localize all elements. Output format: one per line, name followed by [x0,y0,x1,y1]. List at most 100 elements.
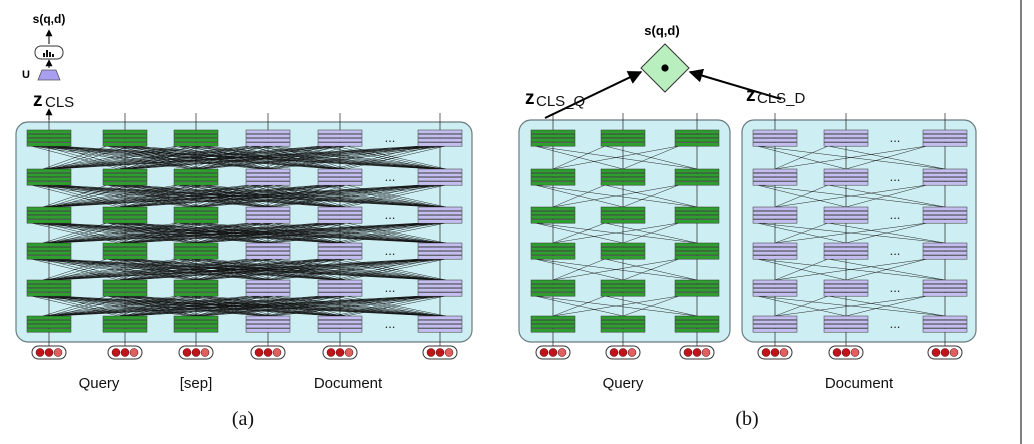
attention-wire [195,222,335,244]
embedding-dot [326,348,336,357]
token-layer-bar [26,242,72,247]
embedding-dot [200,348,210,357]
token-layer-bar [823,133,869,139]
token-layer-bar [245,168,291,173]
attention-wire [273,184,347,208]
token-layer-bar [530,279,576,284]
attention-wire [42,258,108,281]
attention-wire [552,295,606,317]
token-stack [317,206,363,224]
attention-wire [201,222,347,244]
panel-a: .................. s(q,d) U z CLS Query … [15,12,473,430]
token-layer-bar [102,210,148,216]
panel-b-document-label: Document [825,375,894,392]
embedding-dot [701,348,711,357]
attention-wire [552,184,680,208]
attention-wire [54,222,132,244]
token-layer-bar [245,138,291,143]
token-layer-bar [823,168,869,173]
token-layer-bar [674,315,720,320]
attention-wire [118,145,423,170]
embedding-dot [53,348,63,357]
attention-wire [42,258,251,281]
token-stack [600,279,646,297]
token-layer-bar [317,215,363,220]
token-layer-bar [102,133,148,139]
token-stack [922,129,968,147]
token-layer-bar [922,324,968,329]
token-stack [245,168,291,186]
token-stack [102,168,148,186]
token-layer-bar [674,246,720,252]
token-layer-bar [102,206,148,211]
attention-wire [48,145,191,170]
token-layer-bar [102,255,148,260]
panel-b-ellipsis-column: .................. [890,130,901,331]
token-layer-bar [823,215,869,220]
token-layer-bar [245,215,291,220]
attention-wire [273,258,347,281]
token-layer-bar [674,181,720,186]
token-layer-bar [26,138,72,143]
token-layer-bar [26,206,72,211]
attention-wire [273,184,447,208]
ellipsis-label: ... [385,207,396,222]
attention-wire [48,145,120,170]
token-stack [317,129,363,147]
attention-wire [273,222,347,244]
ellipsis-label: ... [385,169,396,184]
token-layer-bar [600,328,646,333]
token-layer-bar [922,279,968,284]
attention-wire [42,184,108,208]
token-layer-bar [245,129,291,134]
embedding-dot [609,348,619,357]
token-layer-bar [752,279,798,284]
token-layer-bar [674,324,720,329]
panel-b-document-wires [756,113,946,346]
token-layer-bar [823,288,869,293]
token-layer-bar [317,292,363,297]
attention-wire [42,258,423,281]
attention-wire [261,184,323,208]
token-layer-bar [530,133,576,139]
token-embedding [107,345,143,360]
token-layer-bar [600,242,646,247]
attention-wire [267,184,435,208]
token-layer-bar [245,255,291,260]
token-layer-bar [674,288,720,293]
token-layer-bar [245,172,291,178]
attention-wire [48,295,191,317]
token-layer-bar [674,242,720,247]
token-layer-bar [922,142,968,147]
token-layer-bar [823,319,869,325]
token-layer-bar [530,242,576,247]
token-stack [26,279,72,297]
token-stack [752,242,798,260]
token-layer-bar [922,177,968,182]
token-layer-bar [417,129,463,134]
embedding-dot [272,348,282,357]
token-layer-bar [417,177,463,182]
token-layer-bar [674,279,720,284]
token-layer-bar [26,172,72,178]
token-layer-bar [173,242,219,247]
token-layer-bar [752,242,798,247]
token-layer-bar [922,246,968,252]
embedding-dot [120,348,130,357]
token-stack [417,279,463,297]
token-layer-bar [317,279,363,284]
attention-wire [622,184,680,208]
attention-wire [42,295,108,317]
token-layer-bar [922,181,968,186]
attention-wire [845,184,928,208]
token-layer-bar [317,328,363,333]
attention-wire [622,222,680,244]
attention-wire [42,184,423,208]
embedding-dot [931,348,941,357]
token-layer-bar [674,129,720,134]
token-layer-bar [173,328,219,333]
token-stack [417,315,463,333]
token-layer-bar [752,133,798,139]
token-layer-bar [173,181,219,186]
token-layer-bar [417,142,463,147]
